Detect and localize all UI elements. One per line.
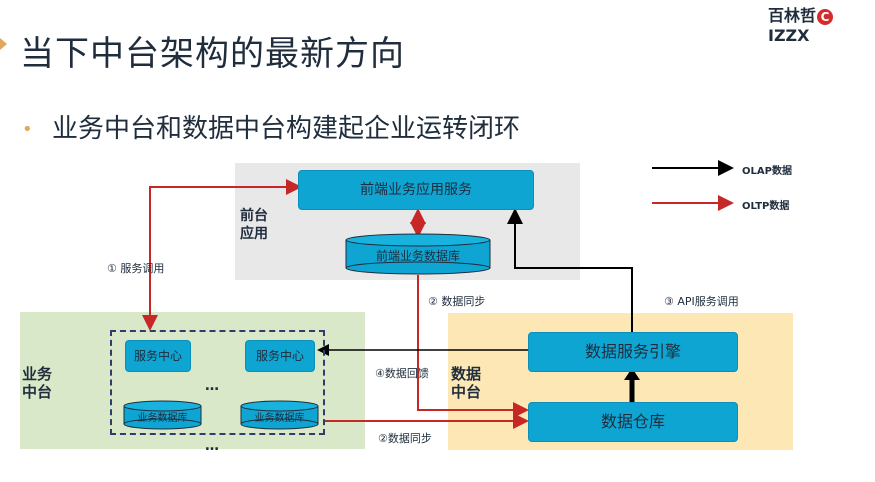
service-call-annotation: ① 服务调用 — [107, 262, 165, 275]
frontend-label-line1: 前台 — [240, 208, 268, 224]
bullet-text: 业务中台和数据中台构建起企业运转闭环 — [52, 114, 521, 144]
frontend-database-label: 前端业务数据库 — [375, 249, 460, 263]
data-sync-bottom-annotation: ②数据同步 — [378, 432, 432, 445]
front-db-sync-arrow — [417, 275, 529, 418]
business-label-line2: 中台 — [22, 383, 53, 401]
bullet-dot-icon: • — [22, 119, 33, 140]
api-call-arrow — [507, 208, 633, 332]
business-db-label-2: 业务数据库 — [254, 413, 305, 424]
frontend-database-cylinder — [345, 233, 491, 275]
logo-text: 百林哲 — [768, 6, 817, 25]
logo-c-icon: C — [817, 9, 834, 25]
business-label-line1: 业务 — [22, 365, 53, 383]
legend-olap-label: OLAP数据 — [742, 166, 792, 177]
data-label-line1: 数据 — [451, 365, 482, 383]
frontend-app-service-box: 前端业务应用服务 — [298, 170, 534, 210]
service-center-box-1: 服务中心 — [125, 340, 191, 372]
logo-suffix: IZZX — [768, 26, 810, 45]
service-center-box-2: 服务中心 — [245, 340, 315, 372]
frontend-label-line2: 应用 — [240, 226, 268, 242]
business-services-frame — [110, 330, 325, 435]
legend-oltp-label: OLTP数据 — [742, 201, 790, 212]
frontend-label: 前台 应用 — [240, 207, 268, 243]
page-title: 当下中台架构的最新方向 — [20, 34, 405, 74]
title-marker — [0, 38, 7, 50]
data-feedback-annotation: ④数据回馈 — [375, 367, 429, 380]
business-platform-label: 业务 中台 — [22, 365, 52, 401]
business-database-cylinder-2 — [240, 400, 319, 430]
business-database-cylinder-1 — [123, 400, 202, 430]
service-call-arrow — [142, 179, 302, 331]
data-service-engine-box: 数据服务引擎 — [528, 332, 738, 372]
data-label-line2: 中台 — [451, 383, 482, 401]
data-platform-label: 数据 中台 — [451, 365, 481, 401]
business-db-label-1: 业务数据库 — [137, 413, 188, 424]
data-sync-top-annotation: ② 数据同步 — [428, 295, 486, 308]
api-call-annotation: ③ API服务调用 — [664, 295, 739, 308]
warehouse-engine-arrowhead — [624, 368, 640, 380]
inner-ellipsis: … — [205, 378, 219, 394]
outer-ellipsis: … — [205, 438, 219, 454]
data-warehouse-box: 数据仓库 — [528, 402, 738, 442]
